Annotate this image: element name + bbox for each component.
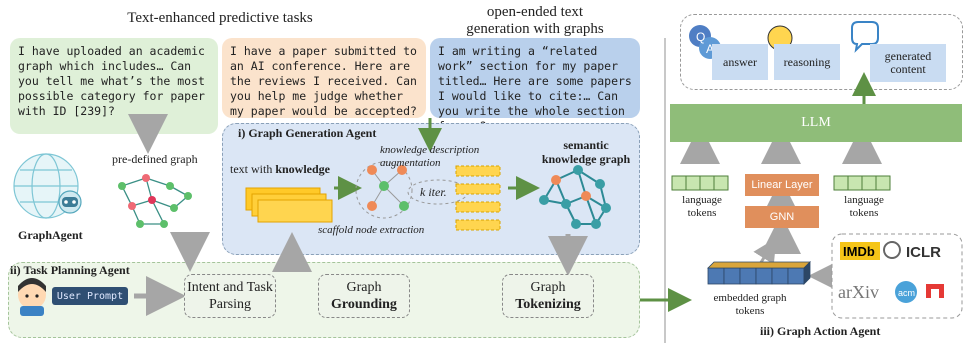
language-tokens-left [671, 175, 729, 191]
graph-action-agent-title: iii) Graph Action Agent [760, 324, 881, 338]
svg-text:acm: acm [898, 288, 915, 298]
llm-block: LLM [670, 104, 962, 142]
embedded-graph-tokens [707, 261, 811, 285]
reasoning-label: reasoning [783, 54, 831, 69]
k-iter-label: k iter. [420, 185, 447, 199]
text-documents-icon [245, 187, 333, 223]
graphagent-logo [13, 153, 82, 219]
language-tokens-right-label: language tokens [844, 194, 884, 219]
user-prompt-chip: User Prompt [52, 287, 128, 305]
dataset-logos-region: IMDb ICLR arXiv acm [831, 233, 963, 319]
knowledge-label: knowledge [275, 162, 331, 176]
predefined-graph [118, 174, 192, 228]
graph-grounding-step: Graph Grounding [318, 274, 410, 318]
graph-generation-agent-title: i) Graph Generation Agent [238, 126, 377, 140]
intent-parsing-label: Intent and Task Parsing [187, 280, 273, 312]
grounding-line-1: Graph [346, 280, 382, 295]
answer-label: answer [723, 54, 757, 69]
svg-text:ICLR: ICLR [906, 244, 941, 261]
generated-content-box: generated content [870, 44, 946, 82]
description-bars [455, 165, 501, 231]
open-ended-header: open-ended text generation with graphs [466, 4, 604, 37]
language-tokens-left-label: language tokens [682, 194, 722, 219]
svg-text:Q: Q [696, 30, 705, 44]
text-with-knowledge-label: text with knowledge [230, 162, 330, 177]
graphagent-name: GraphAgent [18, 228, 83, 242]
graph-tokenizing-step: Graph Tokenizing [502, 274, 594, 318]
svg-text:IMDb: IMDb [843, 244, 875, 259]
tokenizing-line-1: Graph [530, 280, 566, 295]
svg-text:A: A [706, 42, 714, 56]
gnn-block: GNN [745, 206, 819, 228]
arrows-to-llm [680, 124, 882, 164]
prompt-card-related-work: I am writing a “related work” section fo… [430, 38, 640, 133]
linear-layer-block: Linear Layer [745, 174, 819, 196]
scaffold-label: scaffold node extraction [318, 224, 425, 236]
scaffold-nodes [355, 161, 469, 219]
kda-label: knowledge description augmentation [380, 144, 480, 169]
embedded-graph-tokens-label: embedded graph tokens [713, 292, 787, 317]
prompt-card-review: I have a paper submitted to an AI confer… [222, 38, 426, 118]
prompt-card-classification: I have uploaded an academic graph which … [10, 38, 218, 134]
language-tokens-right [833, 175, 891, 191]
text-with-label: text with [230, 162, 276, 176]
intent-parsing-step: Intent and Task Parsing [184, 274, 276, 318]
user-avatar-icon [18, 278, 46, 316]
chat-bubble-icon [851, 21, 879, 53]
tokenizing-line-2: Tokenizing [515, 297, 581, 312]
generated-content-label: generated content [884, 49, 932, 76]
predefined-graph-label: pre-defined graph [112, 152, 198, 166]
semantic-knowledge-graph [539, 165, 611, 229]
grounding-line-2: Grounding [331, 297, 397, 312]
task-planning-agent-title: ii) Task Planning Agent [10, 263, 130, 277]
arrow-embed-to-gnn [753, 237, 777, 265]
semantic-graph-label: semantic knowledge graph [541, 138, 631, 166]
section-divider [664, 38, 666, 343]
answer-box: answer [712, 44, 768, 80]
svg-text:arXiv: arXiv [838, 282, 879, 302]
predictive-tasks-header: Text-enhanced predictive tasks [127, 10, 313, 26]
reasoning-box: reasoning [774, 44, 840, 80]
